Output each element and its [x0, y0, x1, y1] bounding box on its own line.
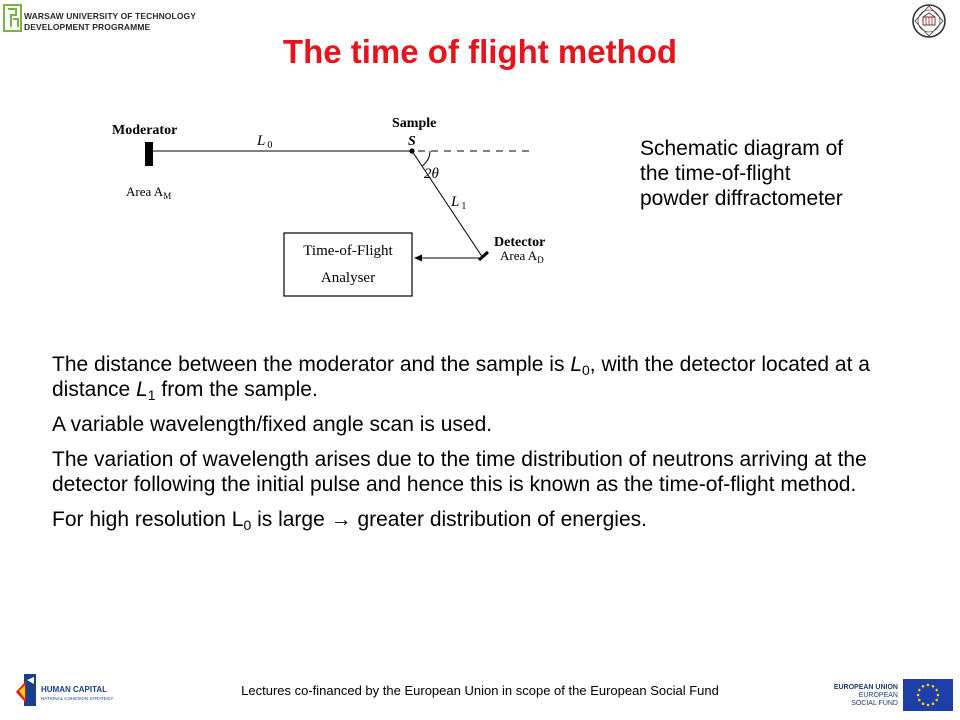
p1-l0: L [570, 353, 582, 376]
moderator-label: Moderator [112, 123, 177, 138]
signal-arrowhead [414, 254, 422, 262]
paragraph-distances: The distance between the moderator and t… [52, 352, 912, 402]
eu-flag [903, 679, 953, 711]
caption-line2: the time-of-flight [640, 162, 791, 185]
eu-line1: EUROPEAN UNION [833, 684, 898, 691]
eu-line2: EUROPEAN [858, 692, 898, 699]
wut-logo-line2: DEVELOPMENT PROGRAMME [24, 22, 151, 32]
human-capital-logo [14, 672, 38, 708]
arrow-icon: → [330, 508, 352, 531]
seal-icon [912, 4, 946, 38]
p4-text-a: For high resolution L [52, 508, 244, 531]
wut-logo-line1: WARSAW UNIVERSITY OF TECHNOLOGY [24, 11, 197, 21]
university-seal [911, 3, 947, 39]
moderator-block [145, 142, 153, 166]
l0-sub: 0 [267, 140, 272, 151]
area-m-text: Area A [126, 184, 164, 199]
hc-line2: NATIONAL COHESION STRATEGY [41, 696, 114, 701]
body-text: The distance between the moderator and t… [52, 352, 912, 542]
p4-text-b: is large [251, 508, 331, 531]
wut-logo [3, 4, 22, 32]
p1-text-b: , with the detector located at a distanc… [52, 353, 870, 401]
scattered-beam-line [411, 150, 484, 259]
eu-flag-icon [903, 679, 953, 711]
sample-label: Sample [392, 116, 436, 131]
page-title: The time of flight method [282, 33, 678, 70]
eu-line3: SOCIAL FUND [851, 700, 898, 707]
p1-l0-sub: 0 [582, 362, 590, 378]
detector-block [478, 250, 489, 262]
analyser-line1: Time-of-Flight [303, 243, 393, 259]
analyser-line2: Analyser [321, 270, 375, 286]
p4-sub: 0 [243, 517, 252, 533]
p1-text-c: from the sample. [155, 378, 318, 401]
scattering-angle-arc [421, 150, 431, 167]
p1-l1: L [136, 378, 148, 401]
area-d-label: Area AD [500, 248, 544, 265]
human-capital-icon [16, 674, 36, 706]
footer-text: Lectures co-financed by the European Uni… [241, 683, 719, 698]
area-d-sub: D [537, 255, 544, 265]
caption-line3: powder diffractometer [640, 187, 843, 210]
angle-label: 2θ [424, 166, 440, 182]
l1-text: L [450, 194, 459, 210]
hc-line1: HUMAN CAPITAL [41, 685, 108, 694]
wut-logo-text: WARSAW UNIVERSITY OF TECHNOLOGY DEVELOPM… [24, 11, 196, 33]
detector-label: Detector [494, 235, 545, 250]
p1-l1-sub: 1 [147, 387, 156, 403]
area-m-label: Area AM [126, 184, 171, 201]
area-m-sub: M [163, 191, 171, 201]
tof-analyser-box [283, 232, 413, 297]
diagram-caption: Schematic diagram of the time-of-flight … [640, 136, 843, 211]
p4-text-c: greater distribution of energies. [351, 508, 647, 531]
paragraph-scan: A variable wavelength/fixed angle scan i… [52, 413, 493, 436]
sample-s-label: S [408, 134, 416, 149]
l0-text: L [256, 133, 265, 149]
l1-sub: 1 [461, 201, 466, 212]
caption-line1: Schematic diagram of [640, 137, 844, 160]
p1-text-a: The distance between the moderator and t… [52, 353, 571, 376]
paragraph-variation: The variation of wavelength arises due t… [52, 448, 867, 496]
eu-text: EUROPEAN UNION EUROPEAN SOCIAL FUND [832, 684, 898, 708]
paragraph-resolution: For high resolution L0 is large → greate… [52, 507, 912, 532]
wut-logo-icon [3, 4, 22, 32]
human-capital-text: HUMAN CAPITAL NATIONAL COHESION STRATEGY [41, 685, 113, 703]
area-d-text: Area A [500, 248, 538, 263]
